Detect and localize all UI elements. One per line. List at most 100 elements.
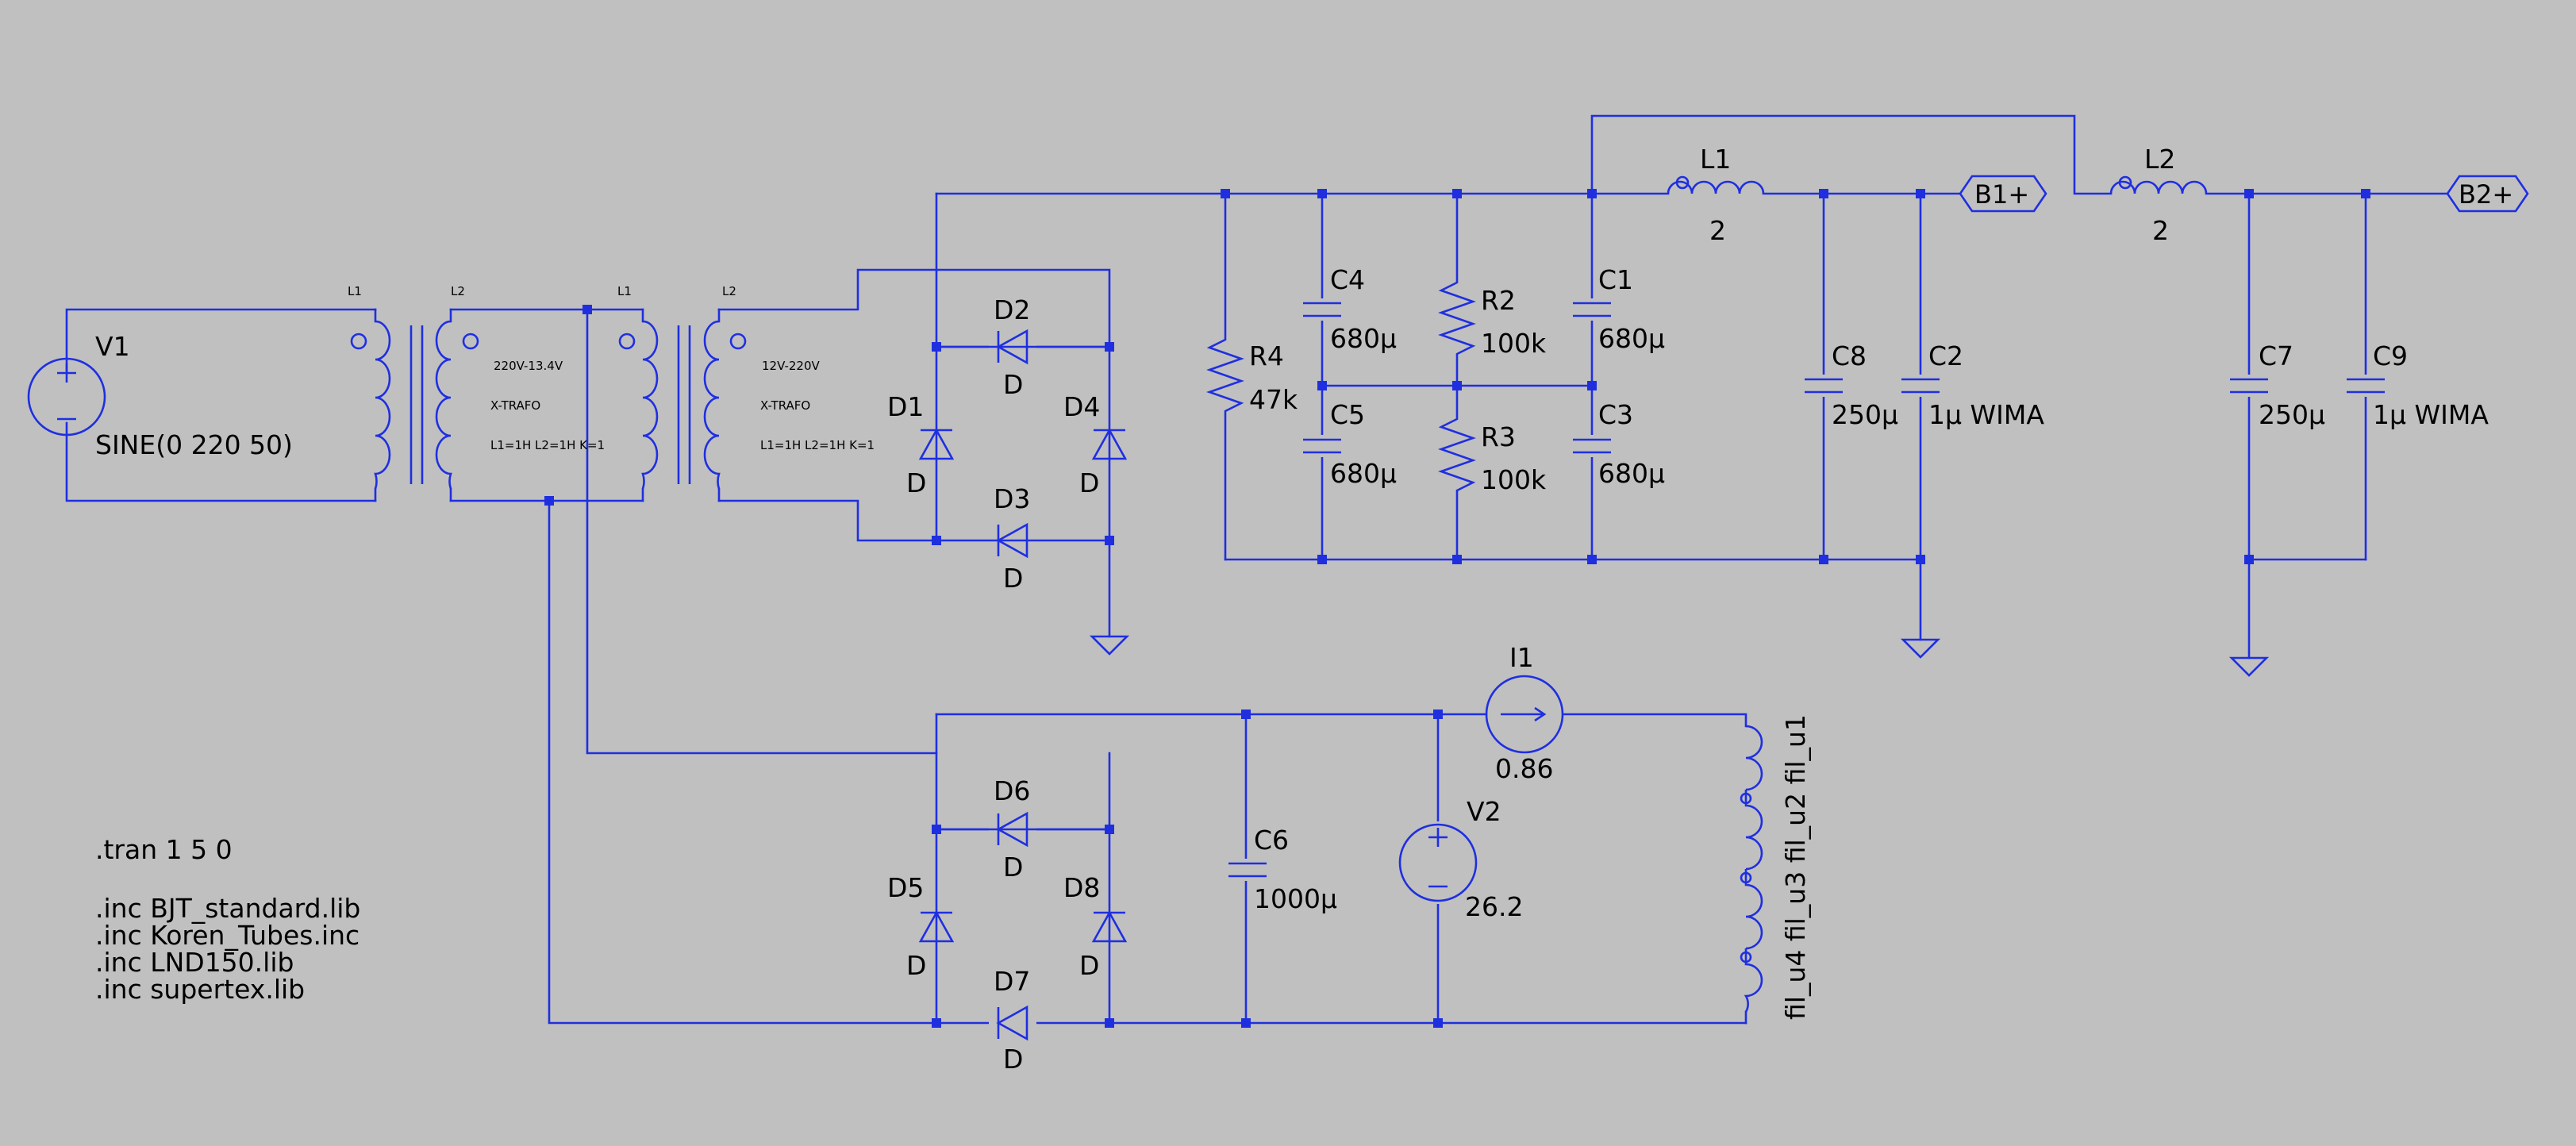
c6-name: C6 (1254, 825, 1289, 856)
capacitor-c6[interactable]: C6 1000μ (1227, 825, 1337, 914)
c4-value: 680μ (1330, 323, 1397, 354)
c8-value: 250μ (1832, 399, 1898, 430)
inc-directive-2: .inc Koren_Tubes.inc (95, 920, 359, 951)
r4-value: 47k (1249, 384, 1298, 415)
inc-directive-4: .inc supertex.lib (95, 974, 305, 1005)
capacitor-c7[interactable]: C7 250μ (2228, 340, 2325, 430)
junctions (544, 189, 2370, 1028)
diode-d4[interactable]: D4 D (1063, 391, 1128, 498)
ground-symbol (2228, 656, 2270, 677)
t2-primary-label: L1 (617, 284, 632, 298)
c6-value: 1000μ (1254, 883, 1337, 914)
d4-name: D4 (1063, 391, 1100, 422)
voltage-source-v2[interactable]: V2 26.2 (1397, 796, 1523, 922)
r3-value: 100k (1481, 464, 1547, 495)
d8-name: D8 (1063, 872, 1100, 903)
diode-d6[interactable]: D6 D (936, 775, 1109, 883)
c5-name: C5 (1330, 399, 1365, 430)
c9-name: C9 (2373, 340, 2408, 371)
diode-d7[interactable]: D7 D (989, 966, 1036, 1075)
t1-primary-label: L1 (348, 284, 362, 298)
d5-name: D5 (887, 872, 924, 903)
transformer-t2[interactable]: L1 L2 12V-220V X-TRAFO L1=1H L2=1H K=1 (617, 284, 875, 502)
d1-name: D1 (887, 391, 924, 422)
inc-directive-3: .inc LND150.lib (95, 947, 294, 978)
d5-model: D (906, 950, 926, 981)
i1-name: I1 (1509, 642, 1534, 673)
d3-name: D3 (994, 483, 1030, 514)
c9-value: 1μ WIMA (2373, 399, 2489, 430)
resistor-r3[interactable]: R3 100k (1438, 413, 1547, 500)
capacitor-c8[interactable]: C8 250μ (1803, 340, 1898, 430)
diode-d5[interactable]: D5 D (887, 872, 955, 981)
b2-label: B2+ (2459, 179, 2513, 210)
tran-directive: .tran 1 5 0 (95, 834, 233, 865)
inductor-l1[interactable]: L1 2 (1667, 144, 1765, 246)
d2-name: D2 (994, 294, 1030, 325)
l2-value: 2 (2152, 215, 2169, 246)
resistor-r2[interactable]: R2 100k (1438, 276, 1547, 363)
inductor-l2[interactable]: L2 2 (2109, 144, 2208, 246)
r3-name: R3 (1481, 421, 1516, 452)
i1-value: 0.86 (1495, 753, 1553, 784)
c5-value: 680μ (1330, 458, 1397, 489)
c2-value: 1μ WIMA (1928, 399, 2044, 430)
diode-d1[interactable]: D1 D (887, 391, 955, 498)
capacitor-c3[interactable]: C3 680μ (1571, 399, 1665, 489)
d7-model: D (1003, 1044, 1023, 1075)
capacitor-c9[interactable]: C9 1μ WIMA (2345, 340, 2489, 430)
l2-name: L2 (2144, 144, 2175, 175)
t2-ratio: 12V-220V (762, 359, 821, 373)
d6-name: D6 (994, 775, 1030, 806)
c1-name: C1 (1598, 264, 1633, 295)
c7-name: C7 (2259, 340, 2293, 371)
filament-chain[interactable]: fil_u4 fil_u3 fil_u2 fil_u1 (1740, 714, 1811, 1020)
filament-labels: fil_u4 fil_u3 fil_u2 fil_u1 (1780, 714, 1811, 1020)
voltage-source-v1[interactable]: V1 SINE(0 220 50) (27, 331, 293, 460)
net-flag-b1[interactable]: B1+ (1959, 175, 2047, 213)
d3-model: D (1003, 563, 1023, 594)
resistor-r4[interactable]: R4 47k (1206, 333, 1298, 421)
capacitor-c5[interactable]: C5 680μ (1301, 399, 1397, 489)
inc-directive-1: .inc BJT_standard.lib (95, 893, 360, 924)
c4-name: C4 (1330, 264, 1365, 295)
t2-secondary-label: L2 (722, 284, 736, 298)
r4-name: R4 (1249, 340, 1284, 371)
diode-d2[interactable]: D2 D (936, 294, 1109, 400)
diode-d3[interactable]: D3 D (994, 483, 1030, 594)
capacitor-c4[interactable]: C4 680μ (1301, 264, 1397, 354)
l1-name: L1 (1700, 144, 1731, 175)
t2-params: L1=1H L2=1H K=1 (760, 438, 875, 452)
d2-model: D (1003, 369, 1023, 400)
v2-value: 26.2 (1465, 891, 1523, 922)
transformer-t1[interactable]: L1 L2 220V-13.4V X-TRAFO L1=1H L2=1H K=1 (348, 284, 605, 502)
ground-symbol (1089, 635, 1130, 656)
r2-value: 100k (1481, 328, 1547, 359)
d1-model: D (906, 467, 926, 498)
v2-name: V2 (1467, 796, 1501, 827)
v1-name: V1 (95, 331, 130, 362)
c8-name: C8 (1832, 340, 1867, 371)
t1-ratio: 220V-13.4V (494, 359, 563, 373)
d4-model: D (1079, 467, 1099, 498)
d6-model: D (1003, 852, 1023, 883)
c1-value: 680μ (1598, 323, 1665, 354)
capacitor-c1[interactable]: C1 680μ (1571, 264, 1665, 354)
d8-model: D (1079, 950, 1099, 981)
b1-label: B1+ (1974, 179, 2029, 210)
d7-name: D7 (994, 966, 1030, 997)
t1-type: X-TRAFO (490, 398, 540, 413)
current-source-i1[interactable]: I1 0.86 (1485, 642, 1564, 784)
diode-d8[interactable]: D8 D (1063, 872, 1128, 981)
spice-directives: .tran 1 5 0 .inc BJT_standard.lib .inc K… (95, 834, 360, 1005)
c2-name: C2 (1928, 340, 1963, 371)
c7-value: 250μ (2259, 399, 2325, 430)
capacitor-c2[interactable]: C2 1μ WIMA (1900, 340, 2044, 430)
t1-secondary-label: L2 (451, 284, 465, 298)
t1-params: L1=1H L2=1H K=1 (490, 438, 605, 452)
ground-symbol (1900, 638, 1941, 659)
c3-value: 680μ (1598, 458, 1665, 489)
v1-value: SINE(0 220 50) (95, 429, 293, 460)
net-flag-b2[interactable]: B2+ (2446, 175, 2529, 213)
